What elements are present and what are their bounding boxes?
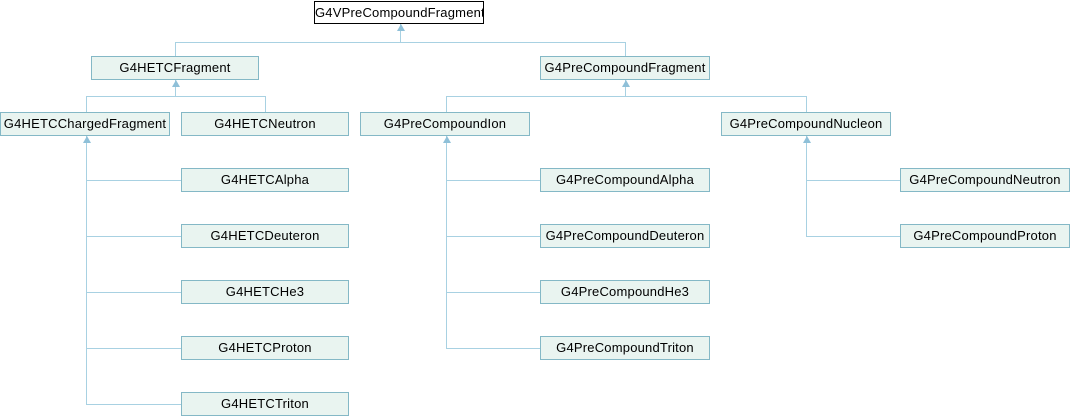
inheritance-arrow-up-icon (172, 80, 180, 87)
class-node-g4hetcproton[interactable]: G4HETCProton (181, 336, 349, 360)
inheritance-arrow-up-icon (83, 136, 91, 143)
connector-line (625, 42, 626, 57)
connector-line (265, 96, 266, 113)
connector-line (446, 236, 541, 237)
connector-line (446, 96, 807, 97)
class-node-g4hetcalpha[interactable]: G4HETCAlpha (181, 168, 349, 192)
connector-line (806, 136, 807, 237)
class-node-g4precompoundproton[interactable]: G4PreCompoundProton (900, 224, 1070, 248)
connector-line (446, 292, 541, 293)
connector-line (86, 348, 182, 349)
connector-line (86, 96, 266, 97)
connector-line (806, 236, 901, 237)
class-node-g4precompounddeuteron[interactable]: G4PreCompoundDeuteron (540, 224, 710, 248)
class-node-g4hetcneutron[interactable]: G4HETCNeutron (181, 112, 349, 136)
connector-line (86, 180, 182, 181)
class-node-g4precompoundion[interactable]: G4PreCompoundIon (360, 112, 530, 136)
class-node-g4hetcfragment[interactable]: G4HETCFragment (91, 56, 259, 80)
class-node-g4precompoundfragment[interactable]: G4PreCompoundFragment (540, 56, 710, 80)
connector-line (86, 236, 182, 237)
connector-line (86, 292, 182, 293)
connector-line (446, 180, 541, 181)
inheritance-arrow-up-icon (622, 80, 630, 87)
class-node-g4precompoundhe3[interactable]: G4PreCompoundHe3 (540, 280, 710, 304)
connector-line (86, 404, 182, 405)
connector-line (175, 42, 176, 57)
inheritance-arrow-up-icon (443, 136, 451, 143)
class-node-g4precompoundtriton[interactable]: G4PreCompoundTriton (540, 336, 710, 360)
inheritance-arrow-up-icon (397, 24, 405, 31)
class-node-g4vprecompoundfragment: G4VPreCompoundFragment (314, 1, 484, 24)
class-node-g4precompoundneutron[interactable]: G4PreCompoundNeutron (900, 168, 1070, 192)
class-node-g4hetche3[interactable]: G4HETCHe3 (181, 280, 349, 304)
connector-line (446, 96, 447, 113)
connector-line (446, 348, 541, 349)
connector-line (86, 136, 87, 405)
connector-line (806, 180, 901, 181)
connector-line (625, 80, 626, 97)
connector-line (175, 80, 176, 97)
connector-line (806, 96, 807, 113)
class-node-g4precompoundalpha[interactable]: G4PreCompoundAlpha (540, 168, 710, 192)
class-node-g4hetcchargedfragment[interactable]: G4HETCChargedFragment (0, 112, 170, 136)
inheritance-arrow-up-icon (803, 136, 811, 143)
connector-line (86, 96, 87, 113)
connector-line (446, 136, 447, 349)
class-node-g4hetctriton[interactable]: G4HETCTriton (181, 392, 349, 416)
class-node-g4hetcdeuteron[interactable]: G4HETCDeuteron (181, 224, 349, 248)
connector-line (400, 24, 401, 43)
class-node-g4precompoundnucleon[interactable]: G4PreCompoundNucleon (721, 112, 891, 136)
